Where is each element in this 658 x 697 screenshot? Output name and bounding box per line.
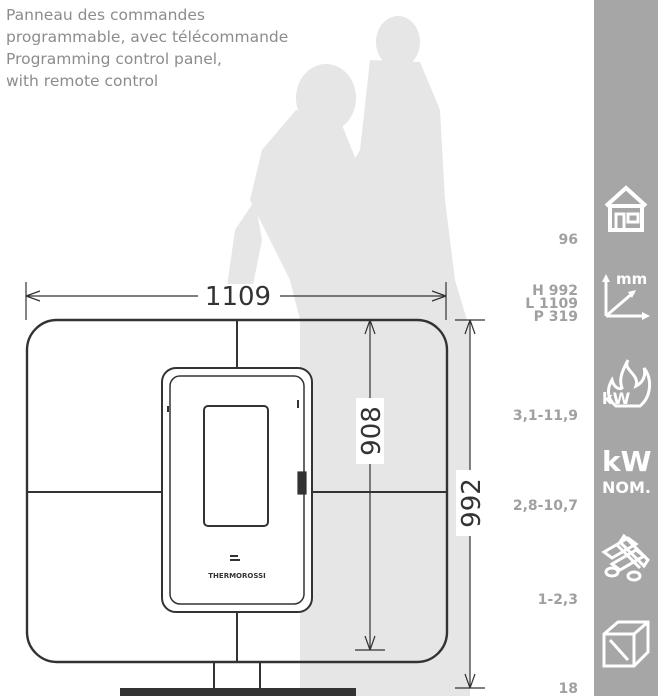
kw-nominal-icon: kW NOM. — [602, 445, 652, 497]
consumption-value: 1-2,3 — [537, 592, 578, 608]
product-caption: Panneau des commandes programmable, avec… — [6, 4, 288, 92]
nominal-power-value: 2,8-10,7 — [512, 498, 578, 514]
caption-line-1: Panneau des commandes — [6, 6, 205, 24]
tank-box-icon — [602, 620, 650, 668]
tank-capacity-value: 18 — [558, 681, 578, 697]
efficiency-value: 96 — [558, 232, 578, 248]
mm-label: mm — [616, 270, 647, 288]
nominal-icon-tile: kW NOM. — [594, 437, 658, 501]
pellets-icon — [601, 533, 650, 582]
house-icon — [604, 185, 648, 232]
height-value: H 992 — [532, 283, 578, 299]
inner-height-label: 908 — [357, 406, 387, 456]
power-icon-tile: kW — [594, 352, 658, 416]
house-icon-tile — [594, 176, 658, 240]
stove-front-panel — [161, 367, 313, 613]
caption-line-4: with remote control — [6, 72, 159, 90]
tank-icon-tile — [594, 612, 658, 676]
fuel-icon-tile — [594, 524, 658, 588]
power-range-value: 3,1-11,9 — [512, 408, 578, 424]
kw-label: kW — [602, 389, 631, 408]
caption-line-3: Programming control panel, — [6, 50, 222, 68]
depth-value: P 319 — [533, 309, 578, 325]
width-label: 1109 — [205, 282, 271, 312]
nom-label: NOM. — [602, 478, 651, 497]
brand-logo-text: THERMOROSSI — [208, 572, 265, 580]
length-value: L 1109 — [525, 296, 578, 312]
kw-flame-icon: kW — [602, 359, 651, 408]
kw-nominal-label: kW — [602, 445, 652, 478]
caption-line-2: programmable, avec télécommande — [6, 28, 289, 46]
stove-window — [203, 405, 269, 527]
dimensions-mm-icon: mm — [602, 270, 650, 320]
dimensions-icon-tile: mm — [594, 262, 658, 326]
total-height-label: 992 — [457, 478, 487, 528]
stove-base — [120, 688, 356, 696]
dimensions-values: H 992 L 1109 P 319 — [525, 283, 578, 325]
